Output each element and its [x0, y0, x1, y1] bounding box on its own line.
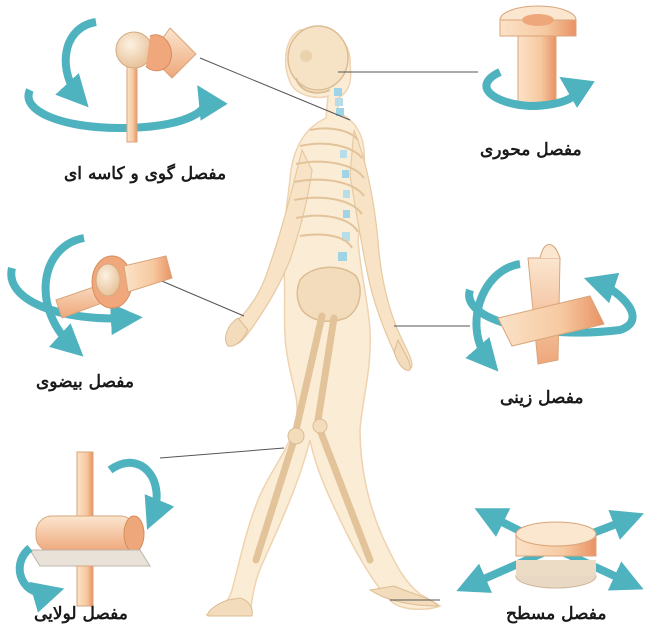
pelvis [297, 267, 360, 321]
leader-hinge [160, 448, 284, 458]
label-plane-joint: مفصل مسطح [506, 604, 606, 624]
plane-joint-illustration [468, 514, 632, 588]
human-skeleton-figure [206, 26, 440, 616]
knee-cap [288, 428, 304, 444]
ball-socket-joint-illustration [28, 22, 205, 142]
pivot-joint-illustration [486, 6, 576, 106]
ellipsoid-joint-illustration [11, 238, 172, 348]
hinge-joint-illustration [20, 452, 157, 606]
label-pivot-joint: مفصل محوری [480, 140, 582, 160]
left-foot [208, 598, 253, 616]
saddle-joint-illustration [469, 245, 632, 365]
label-hinge-joint: مفصل لولایی [34, 604, 128, 624]
leader-ellipsoid [150, 276, 244, 316]
label-ellipsoid-joint: مفصل بیضوی [36, 372, 134, 392]
label-saddle-joint: مفصل زینی [500, 388, 583, 408]
label-ball-socket-joint: مفصل گوی و کاسه ای [64, 164, 226, 184]
